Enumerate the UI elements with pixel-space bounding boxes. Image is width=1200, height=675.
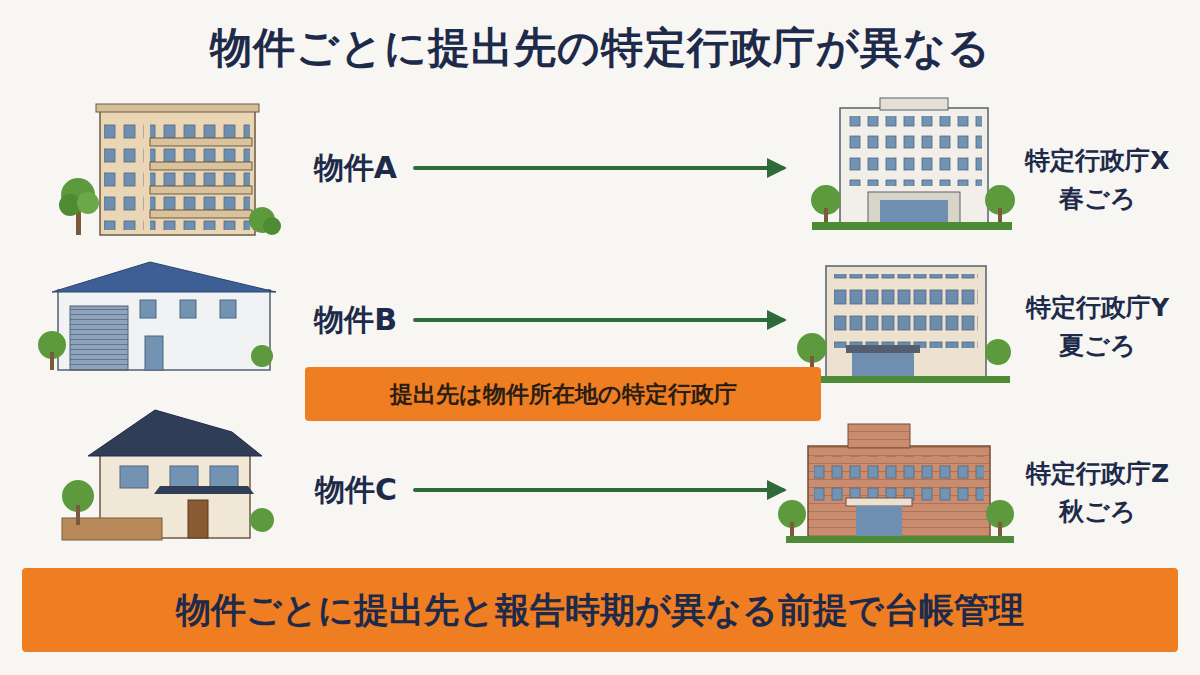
art-rect xyxy=(100,110,255,235)
art-rect xyxy=(104,118,144,230)
art-rect xyxy=(826,266,986,380)
government-office xyxy=(778,424,1014,543)
property-label: 物件B xyxy=(60,282,405,358)
art-rect xyxy=(150,162,252,170)
node-text: 特定行政庁Y xyxy=(1026,289,1169,327)
art-rect xyxy=(846,498,912,506)
node-text: 物件C xyxy=(315,470,397,511)
art-rect xyxy=(180,300,196,318)
art-rect xyxy=(848,116,982,186)
art-rect xyxy=(170,466,198,488)
art-rect xyxy=(70,306,128,370)
art-rect xyxy=(808,446,990,540)
art-circle xyxy=(77,192,99,214)
summary-band: 物件ごとに提出先と報告時期が異なる前提で台帳管理 xyxy=(22,568,1178,652)
art-circle xyxy=(250,508,274,532)
art-rect xyxy=(220,300,236,318)
government-office xyxy=(811,98,1015,230)
art-rect xyxy=(50,352,54,370)
art-rect xyxy=(846,345,920,353)
art-rect xyxy=(145,336,163,370)
property-label: 物件A xyxy=(60,130,405,206)
art-rect xyxy=(120,466,148,488)
art-circle xyxy=(985,339,1011,365)
art-rect xyxy=(76,505,80,525)
flow-arrow xyxy=(415,166,783,170)
art-rect xyxy=(852,353,914,380)
node-text: 特定行政庁X xyxy=(1025,142,1169,180)
art-polygon xyxy=(154,486,254,494)
art-polygon xyxy=(88,410,262,456)
art-rect xyxy=(786,536,1014,543)
art-rect xyxy=(58,290,270,370)
apartment-building xyxy=(96,104,259,235)
authority-box: 特定行政庁Z秋ごろ xyxy=(795,448,1190,538)
authority-box: 特定行政庁Y夏ごろ xyxy=(795,282,1190,372)
art-rect xyxy=(150,186,252,194)
node-text: 物件B xyxy=(314,300,397,341)
node-subtext: 春ごろ xyxy=(1059,180,1136,218)
art-rect xyxy=(856,506,902,540)
house-building xyxy=(62,410,274,540)
node-text: 物件ごとに提出先と報告時期が異なる前提で台帳管理 xyxy=(176,587,1024,634)
art-rect xyxy=(96,104,259,112)
art-rect xyxy=(880,98,948,110)
art-polygon xyxy=(52,262,276,292)
art-circle xyxy=(251,345,273,367)
art-rect xyxy=(150,210,252,218)
art-rect xyxy=(150,138,252,146)
tree xyxy=(59,178,281,235)
art-rect xyxy=(848,424,910,448)
node-text: 提出先は物件所在地の特定行政庁 xyxy=(390,379,737,410)
government-office xyxy=(797,266,1011,383)
node-subtext: 秋ごろ xyxy=(1059,493,1136,531)
art-rect xyxy=(814,456,984,504)
note-band: 提出先は物件所在地の特定行政庁 xyxy=(305,367,821,421)
node-text: 物件A xyxy=(314,148,397,189)
node-subtext: 夏ごろ xyxy=(1059,327,1136,365)
node-text: 特定行政庁Z xyxy=(1026,455,1169,493)
art-rect xyxy=(868,192,960,226)
authority-box: 特定行政庁X春ごろ xyxy=(795,135,1190,225)
art-rect xyxy=(188,500,208,538)
art-rect xyxy=(140,300,156,318)
art-rect xyxy=(840,108,988,226)
art-rect xyxy=(812,222,1012,230)
property-label: 物件C xyxy=(60,452,405,528)
diagram-title: 物件ごとに提出先の特定行政庁が異なる xyxy=(0,20,1200,76)
art-rect xyxy=(800,376,1010,383)
warehouse-building xyxy=(38,262,276,370)
art-rect xyxy=(210,466,238,488)
flow-arrow xyxy=(415,318,783,322)
art-rect xyxy=(834,274,978,348)
art-circle xyxy=(263,217,281,235)
flow-arrow xyxy=(415,488,783,492)
